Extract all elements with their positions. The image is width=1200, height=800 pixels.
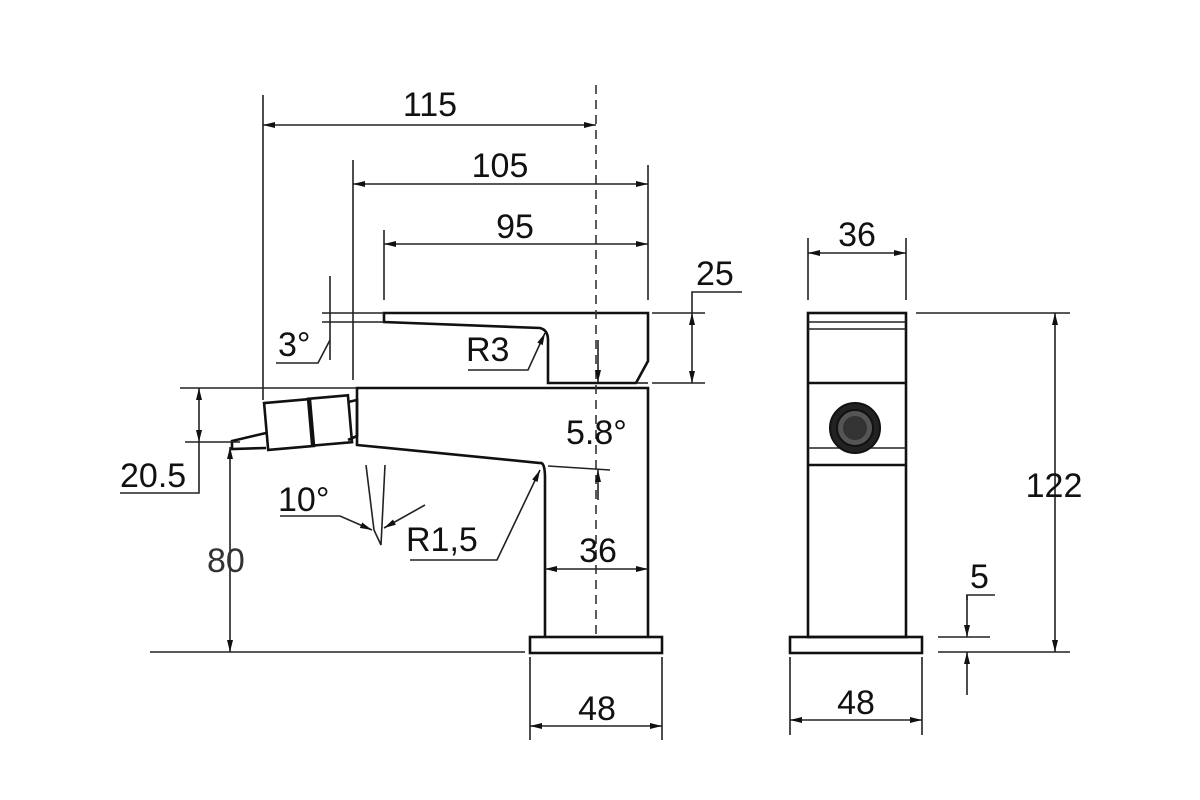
arrow-10deg-right xyxy=(383,504,426,529)
dim-label-20-5: 20.5 xyxy=(120,457,186,495)
dim-label-5-8deg: 5.8° xyxy=(566,414,627,452)
dim-label-3deg: 3° xyxy=(278,326,311,364)
dim-label-115: 115 xyxy=(403,86,457,124)
dim-label-5: 5 xyxy=(970,558,989,596)
dim-label-105: 105 xyxy=(472,147,529,185)
dim-label-95: 95 xyxy=(496,208,534,246)
dim-label-80: 80 xyxy=(207,542,245,580)
leader-r1-5 xyxy=(410,469,541,561)
leader-r3 xyxy=(468,332,546,371)
angle-5-8-ext xyxy=(547,465,611,471)
dim-label-r1-5: R1,5 xyxy=(406,521,478,559)
side-base-plate xyxy=(528,635,664,655)
dim-label-36-front: 36 xyxy=(838,216,876,254)
front-body xyxy=(806,311,908,639)
angle-10-ref xyxy=(365,464,386,546)
leader-20-5 xyxy=(120,442,200,494)
dim-label-36-side: 36 xyxy=(579,532,617,570)
front-view: 122 36 5 48 xyxy=(788,216,1083,735)
front-base-plate xyxy=(788,635,924,655)
dim-label-122: 122 xyxy=(1026,467,1083,505)
front-aerator xyxy=(829,402,881,454)
leader-5 xyxy=(966,594,995,600)
dim-label-r3: R3 xyxy=(466,331,509,369)
leader-10deg xyxy=(280,515,373,531)
dim-label-25: 25 xyxy=(696,255,734,293)
leader-3deg xyxy=(276,339,331,364)
side-lever xyxy=(382,311,650,385)
dim-label-48-side: 48 xyxy=(578,690,616,728)
side-view: 115 105 95 25 3° R3 5.8° 20.5 xyxy=(120,85,742,740)
leader-25 xyxy=(691,291,742,313)
dim-label-10deg: 10° xyxy=(278,481,329,519)
dim-label-48-front: 48 xyxy=(837,684,875,722)
side-nozzle xyxy=(230,393,359,452)
